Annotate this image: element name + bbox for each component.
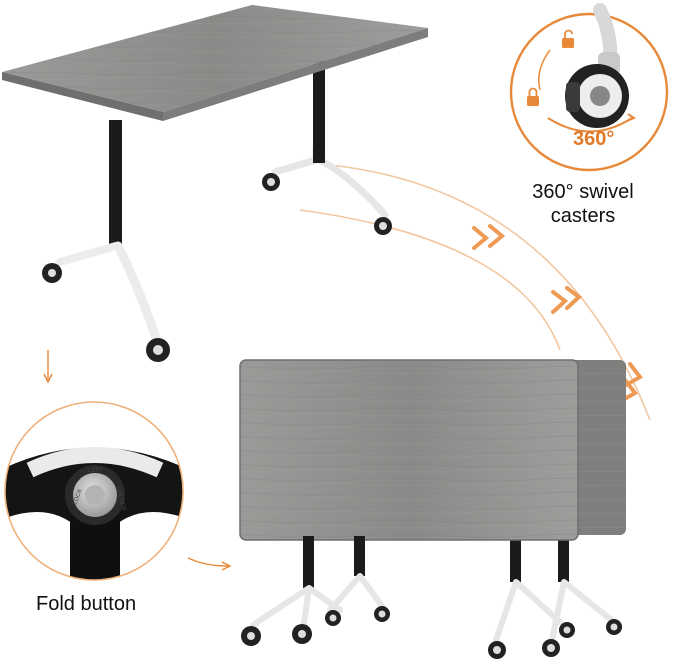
upright-table [2, 5, 428, 362]
caster-wheel [292, 624, 312, 644]
caster-wheel [146, 338, 170, 362]
caster-wheel [542, 639, 560, 657]
fold-button-caption: Fold button [36, 593, 137, 615]
caster-wheel [325, 610, 341, 626]
caster-wheel [488, 641, 506, 659]
caster-wheel [42, 263, 62, 283]
lock-icon [527, 87, 539, 106]
caster-wheel [241, 626, 261, 646]
unlock-icon [562, 29, 574, 48]
fold-button-callout [4, 350, 232, 581]
caster-wheel [374, 217, 392, 235]
rotation-degree-label: 360° [573, 128, 615, 150]
caster-wheel [374, 606, 390, 622]
caster-wheel [262, 173, 280, 191]
caster-caption-line1: 360° swivel [532, 181, 634, 203]
curved-arrow-icon [43, 350, 232, 571]
caster-caption: 360° swivel casters [508, 180, 658, 228]
folded-table-front [239, 359, 579, 646]
caster-wheel [559, 622, 575, 638]
left-word: LEFT [88, 468, 103, 474]
caster-callout [509, 3, 669, 172]
caster-caption-line2: casters [550, 205, 616, 227]
caster-wheel [606, 619, 622, 635]
chevron-right-icon [472, 224, 643, 403]
folded-table-back [488, 360, 626, 659]
